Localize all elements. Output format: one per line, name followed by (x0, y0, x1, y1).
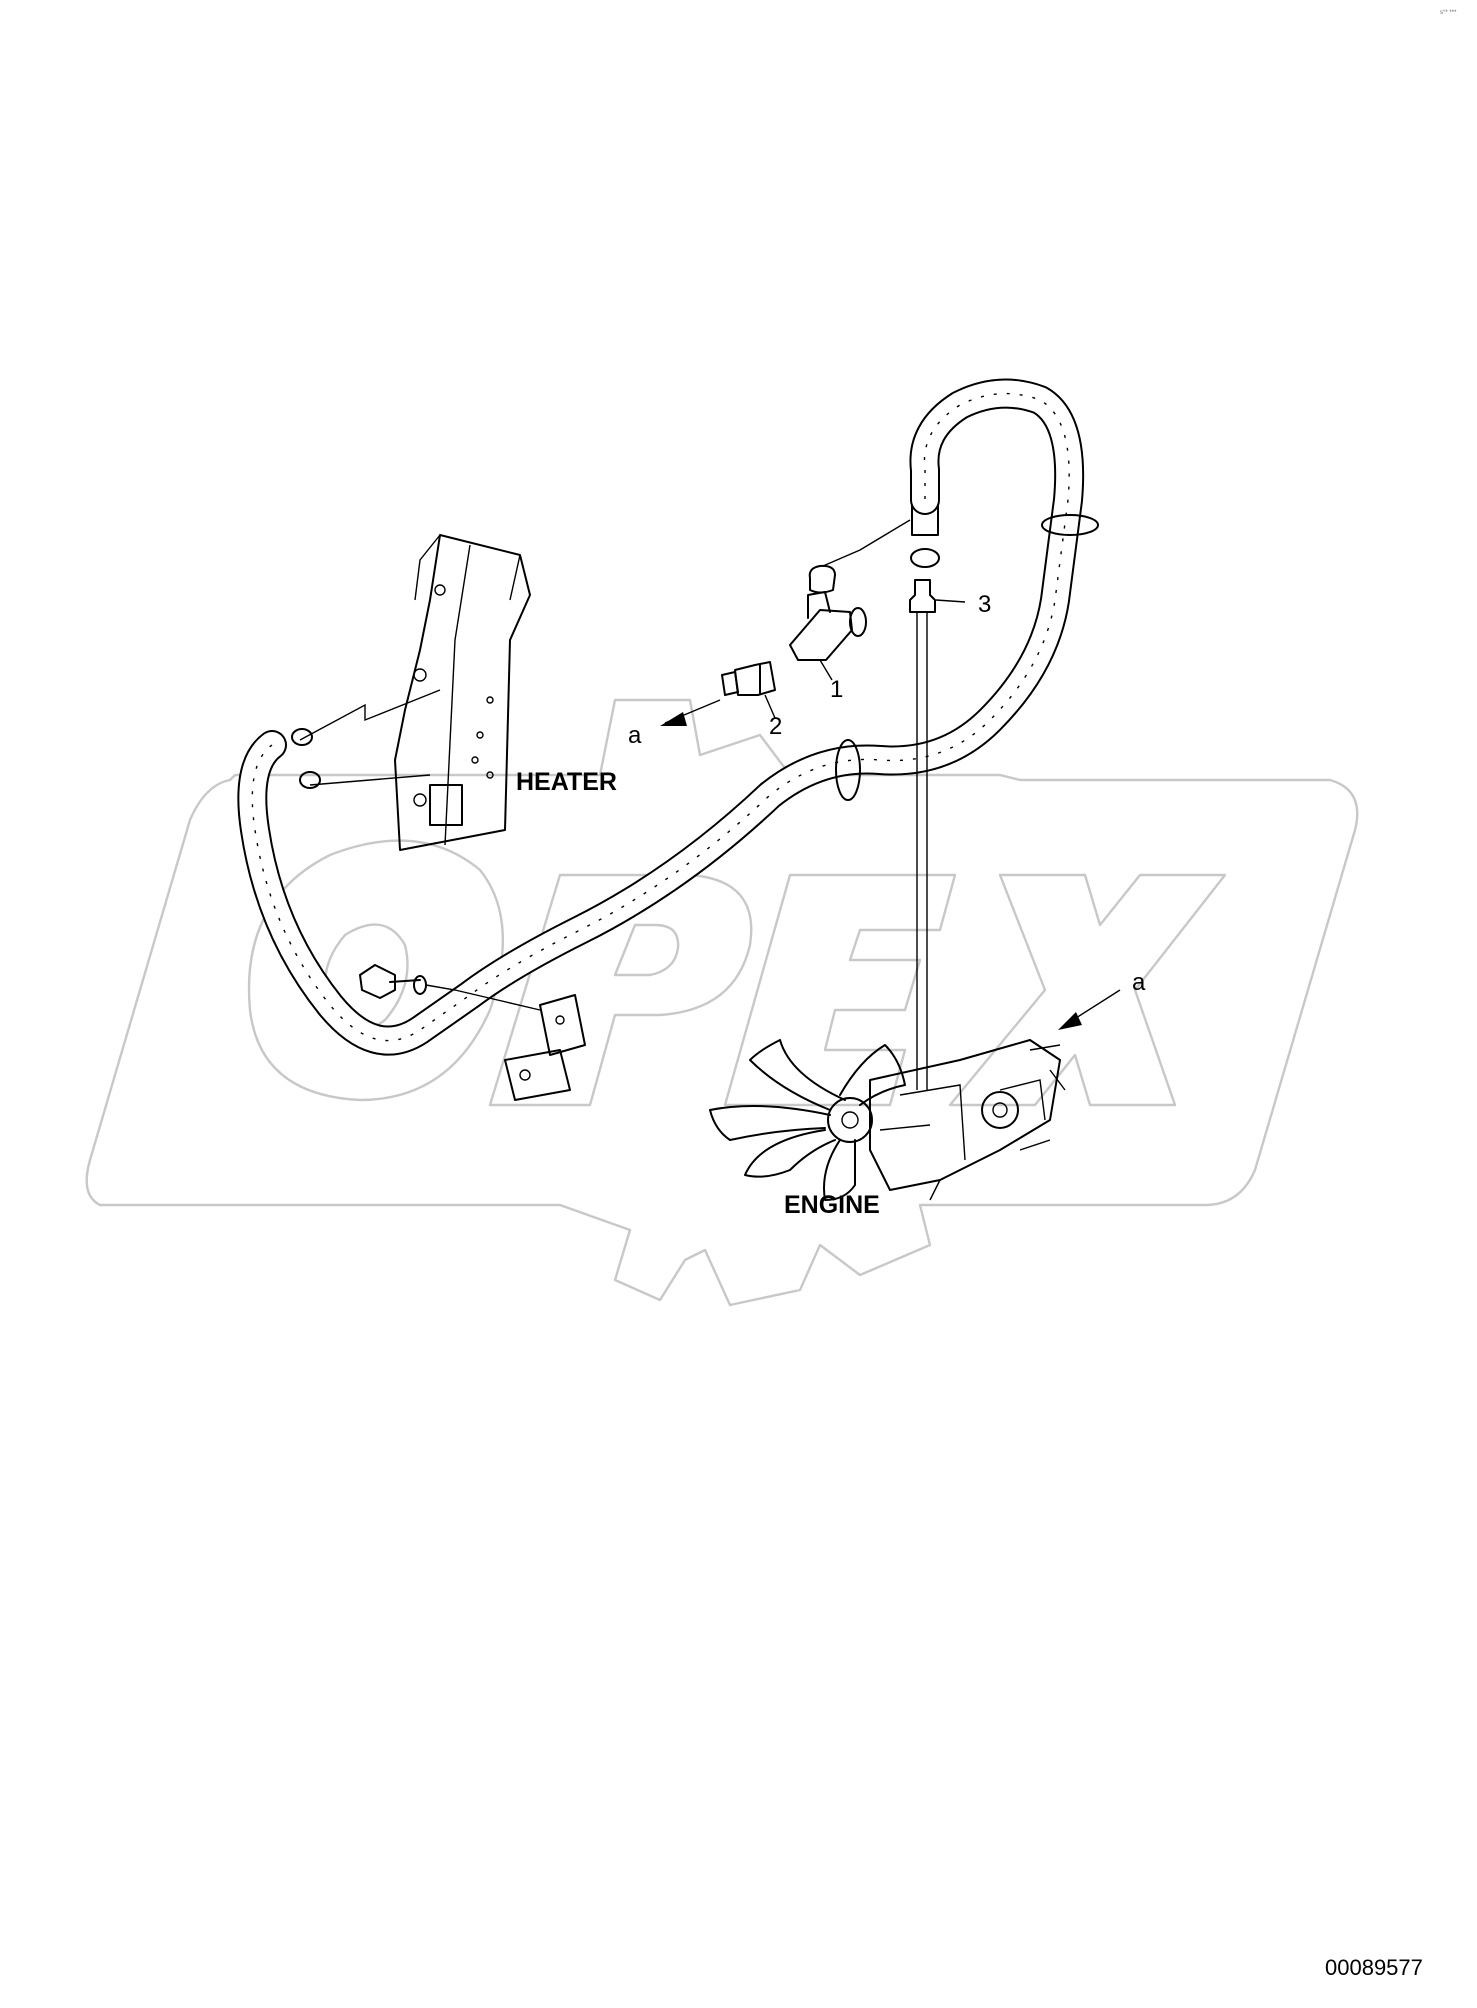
hose-outer (237, 378, 1085, 1056)
part-number-3: 3 (978, 591, 991, 618)
bracket-hole (486, 771, 494, 779)
hose-band-clamp (835, 739, 861, 801)
hose-spiral-wrap (251, 392, 1070, 1042)
corner-text: s°* *** (1440, 10, 1457, 16)
fan-blade (823, 1139, 856, 1201)
callout-a-arrows (660, 699, 1121, 1030)
bracket-block (429, 784, 463, 826)
fan-blade (744, 1129, 836, 1178)
bracket-hole (471, 756, 479, 764)
watermark-gear-outline (85, 698, 1359, 1307)
hose-clamp-icon (299, 771, 321, 789)
watermark-letter-x (948, 873, 1227, 1107)
heater-ports (291, 689, 441, 789)
engine-pulley-center (992, 1102, 1008, 1118)
watermark-letter-e (723, 873, 957, 1107)
fan-blade (839, 1044, 906, 1106)
bracket-hole (413, 793, 427, 807)
nipple-fitting-icon (909, 579, 936, 613)
cap-icon (808, 564, 836, 594)
part-3-engine-leader (916, 612, 928, 1090)
hose-end-fitting (911, 504, 939, 536)
fan-hub-center (841, 1111, 859, 1129)
mount-bolt-hole (555, 1015, 565, 1025)
label-engine: ENGINE (784, 1191, 880, 1219)
part-3-callout-line (935, 599, 966, 603)
fan-blade (709, 1105, 831, 1141)
mounting-hardware (359, 964, 586, 1101)
label-heater: HEATER (516, 768, 617, 796)
bracket-hole (434, 584, 446, 596)
port-leader-line (309, 774, 431, 786)
part-2-callout-line (764, 694, 776, 719)
mount-bolt-hole (519, 1069, 531, 1081)
watermark (85, 698, 1359, 1307)
washer-icon (413, 975, 427, 995)
arrow-head-icon (1058, 1012, 1082, 1030)
elbow-flange (849, 607, 867, 637)
bracket-hole (476, 731, 484, 739)
hose-clamp-icon (291, 728, 313, 746)
mount-block (539, 994, 586, 1056)
part-2-adapter (721, 661, 776, 719)
part-1-elbow-fitting (789, 519, 911, 681)
elbow-fitting-icon (807, 591, 831, 619)
adapter-icon (721, 664, 761, 696)
part-3-nipple-fitting (909, 579, 966, 1090)
callout-a-lower: a (1132, 969, 1146, 996)
adapter-icon (734, 661, 776, 696)
bracket-hole (413, 668, 427, 682)
part-number-1: 1 (830, 676, 843, 703)
watermark-letter-o (247, 839, 504, 1102)
bolt-icon (359, 964, 421, 999)
hose-clamp-icon (910, 548, 940, 568)
part-1-leader (822, 519, 911, 567)
fan-blade (749, 1039, 846, 1111)
fan-hub (827, 1097, 873, 1143)
engine-right-detail (929, 1044, 1066, 1201)
drawing-number: 00089577 (1325, 1955, 1423, 1980)
port-leader-line (299, 689, 441, 741)
callout-a-upper: a (628, 722, 642, 749)
part-number-2: 2 (769, 713, 782, 740)
mount-leader-line (425, 984, 541, 1011)
bracket-hole (486, 696, 494, 704)
heater-hose (237, 378, 1099, 1056)
hose-band-clamp (1041, 514, 1099, 536)
bracket-flange (414, 534, 521, 601)
watermark-letter-p (488, 873, 753, 1107)
arrow-head-icon (660, 712, 687, 726)
heater-bracket (394, 534, 531, 851)
part-1-callout-line (819, 659, 833, 681)
elbow-fitting-icon (789, 609, 853, 661)
engine-assembly (709, 1039, 1066, 1201)
engine-pulley (981, 1091, 1019, 1129)
bracket-fold-line (444, 544, 471, 846)
mount-block (504, 1049, 571, 1101)
engine-detail (879, 1079, 1046, 1161)
engine-block (869, 1039, 1061, 1191)
bracket-plate (394, 534, 531, 851)
hose-inner (239, 380, 1083, 1054)
